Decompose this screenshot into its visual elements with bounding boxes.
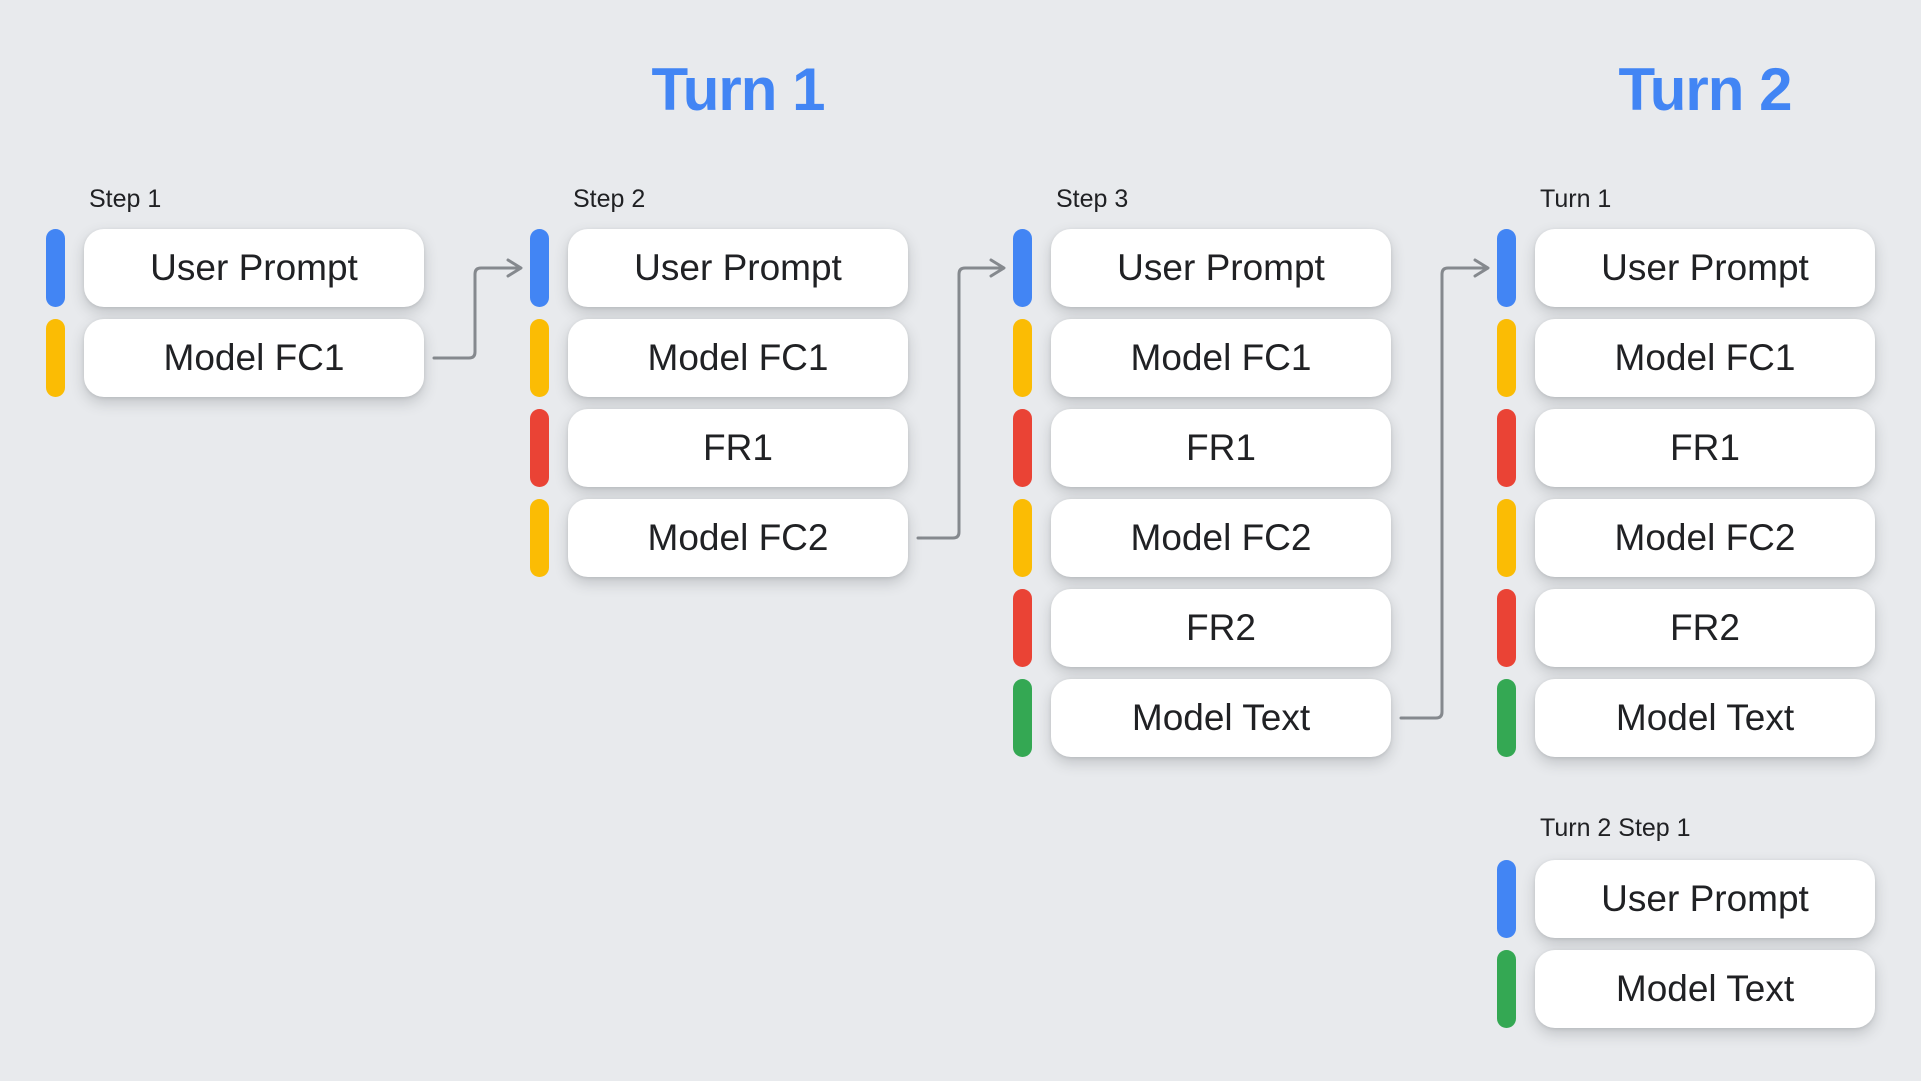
model-text-card: Model Text bbox=[1535, 950, 1875, 1028]
function-response-label: FR1 bbox=[703, 427, 773, 468]
model-function-call-label: Model FC2 bbox=[1130, 517, 1312, 558]
model-function-call-card: Model FC2 bbox=[1051, 499, 1391, 577]
user-prompt-color-bar bbox=[1497, 860, 1516, 938]
model-function-call-label: Model FC1 bbox=[163, 337, 345, 378]
user-prompt-card: User Prompt bbox=[84, 229, 424, 307]
function-response-color-bar bbox=[1013, 589, 1032, 667]
model-function-call-card: Model FC1 bbox=[1051, 319, 1391, 397]
function-response-label: FR2 bbox=[1670, 607, 1740, 648]
model-function-call-color-bar bbox=[1497, 499, 1516, 577]
function-response-color-bar bbox=[1013, 409, 1032, 487]
user-prompt-card: User Prompt bbox=[1051, 229, 1391, 307]
user-prompt-card: User Prompt bbox=[1535, 860, 1875, 938]
user-prompt-color-bar bbox=[46, 229, 65, 307]
function-response-label: FR2 bbox=[1186, 607, 1256, 648]
model-function-call-color-bar bbox=[1013, 499, 1032, 577]
user-prompt-label: User Prompt bbox=[634, 247, 842, 288]
model-function-call-label: Model FC2 bbox=[647, 517, 829, 558]
function-response-card: FR1 bbox=[1535, 409, 1875, 487]
function-response-color-bar bbox=[530, 409, 549, 487]
model-text-color-bar bbox=[1013, 679, 1032, 757]
model-function-call-card: Model FC2 bbox=[568, 499, 908, 577]
user-prompt-label: User Prompt bbox=[150, 247, 358, 288]
model-function-call-label: Model FC1 bbox=[1130, 337, 1312, 378]
model-function-call-color-bar bbox=[530, 499, 549, 577]
arrow-1 bbox=[432, 258, 523, 360]
function-response-card: FR2 bbox=[1535, 589, 1875, 667]
model-text-label: Model Text bbox=[1615, 968, 1795, 1009]
arrow-3 bbox=[1399, 258, 1490, 720]
function-response-color-bar bbox=[1497, 409, 1516, 487]
model-text-label: Model Text bbox=[1131, 697, 1311, 738]
function-response-label: FR1 bbox=[1670, 427, 1740, 468]
user-prompt-color-bar bbox=[530, 229, 549, 307]
model-function-call-label: Model FC1 bbox=[1614, 337, 1796, 378]
model-function-call-label: Model FC2 bbox=[1614, 517, 1796, 558]
model-text-card: Model Text bbox=[1051, 679, 1391, 757]
model-function-call-color-bar bbox=[1013, 319, 1032, 397]
model-text-color-bar bbox=[1497, 950, 1516, 1028]
column-label-1: Step 1 bbox=[89, 185, 162, 213]
model-function-call-label: Model FC1 bbox=[647, 337, 829, 378]
user-prompt-color-bar bbox=[1497, 229, 1516, 307]
arrow-2 bbox=[916, 258, 1006, 540]
user-prompt-color-bar bbox=[1013, 229, 1032, 307]
model-text-card: Model Text bbox=[1535, 679, 1875, 757]
model-text-color-bar bbox=[1497, 679, 1516, 757]
function-response-card: FR2 bbox=[1051, 589, 1391, 667]
user-prompt-label: User Prompt bbox=[1601, 247, 1809, 288]
model-function-call-card: Model FC1 bbox=[1535, 319, 1875, 397]
model-text-label: Model Text bbox=[1615, 697, 1795, 738]
model-function-call-card: Model FC2 bbox=[1535, 499, 1875, 577]
user-prompt-label: User Prompt bbox=[1117, 247, 1325, 288]
model-function-call-color-bar bbox=[46, 319, 65, 397]
user-prompt-label: User Prompt bbox=[1601, 878, 1809, 919]
model-function-call-color-bar bbox=[1497, 319, 1516, 397]
followup-group-label: Turn 2 Step 1 bbox=[1540, 814, 1691, 842]
model-function-call-card: Model FC1 bbox=[84, 319, 424, 397]
function-response-card: FR1 bbox=[1051, 409, 1391, 487]
column-label-4: Turn 1 bbox=[1540, 185, 1612, 213]
model-function-call-card: Model FC1 bbox=[568, 319, 908, 397]
column-label-2: Step 2 bbox=[573, 185, 646, 213]
function-response-card: FR1 bbox=[568, 409, 908, 487]
user-prompt-card: User Prompt bbox=[568, 229, 908, 307]
user-prompt-card: User Prompt bbox=[1535, 229, 1875, 307]
function-response-label: FR1 bbox=[1186, 427, 1256, 468]
turn-title: Turn 1 bbox=[651, 56, 826, 123]
model-function-call-color-bar bbox=[530, 319, 549, 397]
column-label-3: Step 3 bbox=[1056, 185, 1129, 213]
turn-title: Turn 2 bbox=[1618, 56, 1793, 123]
function-response-color-bar bbox=[1497, 589, 1516, 667]
